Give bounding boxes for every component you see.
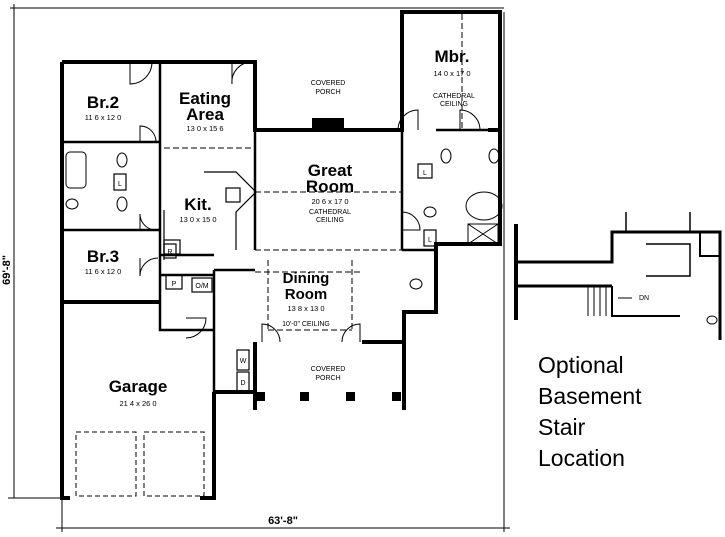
mbr-ceiling1: CATHEDRAL	[433, 93, 475, 100]
front-porch-line1: COVERED	[311, 366, 346, 373]
rear-porch-line2: PORCH	[315, 89, 340, 96]
great-room-line2: Room	[306, 177, 354, 196]
great-room-size: 20 6 x 17 0	[311, 197, 348, 206]
note-line-3: Stair	[538, 414, 586, 440]
oven-microwave-label: O/M	[195, 283, 208, 290]
rear-porch-line1: COVERED	[311, 80, 346, 87]
eating-line2: Area	[186, 105, 224, 124]
width-dimension: 63'-8"	[268, 515, 298, 527]
great-room-line1: Great	[308, 161, 353, 180]
br3-name: Br.3	[87, 247, 119, 266]
interior-walls	[62, 62, 500, 392]
kitchen-size: 13 0 x 15 0	[179, 215, 216, 224]
front-porch-line2: PORCH	[315, 375, 340, 382]
kitchen-name: Kit.	[184, 195, 211, 214]
stair-down-label: DN	[639, 295, 649, 302]
br2-name: Br.2	[87, 93, 119, 112]
linen-closet-c: L	[428, 237, 432, 244]
mbr-ceiling2: CEILING	[440, 101, 468, 108]
door-swings	[129, 61, 481, 343]
linen-closet-a: L	[118, 181, 122, 188]
dining-line2: Room	[285, 286, 328, 303]
refrigerator-label: R	[167, 249, 172, 256]
br2-size: 11 6 x 12 0	[85, 113, 122, 122]
room-divisions	[164, 14, 463, 331]
great-room-ceiling2: CEILING	[316, 217, 344, 224]
bath-fixtures	[65, 148, 503, 290]
mbr-size: 14 0 x 17 0	[433, 69, 470, 78]
br3-size: 11 6 x 12 0	[85, 267, 122, 276]
optional-basement-stair-note: Optional Basement Stair Location	[538, 350, 718, 474]
pantry-label: P	[172, 281, 177, 288]
mbr-name: Mbr.	[435, 47, 470, 66]
washer-label: W	[240, 358, 247, 365]
dining-ceiling: 10'-0" CEILING	[282, 321, 330, 328]
porch-columns	[256, 392, 401, 401]
note-line-1: Optional	[538, 352, 624, 378]
garage-name: Garage	[109, 377, 168, 396]
eating-size: 13 0 x 15 6	[186, 124, 223, 133]
dining-size: 13 8 x 13 0	[287, 304, 324, 313]
dryer-label: D	[240, 380, 245, 387]
linen-closet-b: L	[423, 170, 427, 177]
closet-boxes	[113, 163, 437, 393]
note-line-2: Basement	[538, 383, 642, 409]
basement-stair-inset	[514, 212, 722, 340]
exterior-walls	[60, 10, 502, 500]
garage-doors	[75, 431, 205, 497]
fireplace	[312, 118, 344, 132]
great-room-ceiling1: CATHEDRAL	[309, 209, 351, 216]
eating-line1: Eating	[179, 89, 231, 108]
garage-size: 21 4 x 26 0	[119, 399, 156, 408]
overall-dimension-lines	[8, 4, 510, 532]
dining-line1: Dining	[283, 270, 330, 287]
depth-dimension: 69'-8"	[1, 255, 13, 285]
note-line-4: Location	[538, 445, 625, 471]
